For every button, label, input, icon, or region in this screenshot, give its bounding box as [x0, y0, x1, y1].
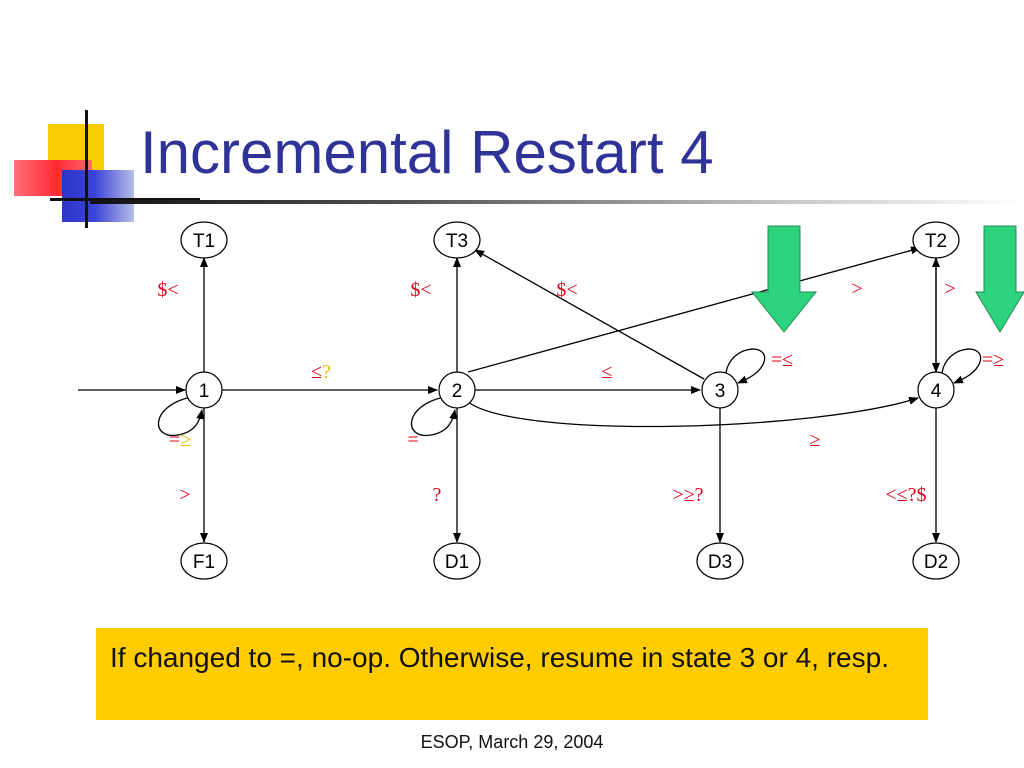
label-4-to-T2: >: [944, 278, 955, 300]
node-T2: T2: [912, 221, 960, 259]
node-label-1: 1: [199, 381, 210, 402]
node-label-D1: D1: [445, 552, 469, 573]
label-1-to-2-suffix: ?: [322, 361, 331, 383]
node-state-1: 1: [185, 371, 223, 409]
node-state-3: 3: [701, 371, 739, 409]
node-T1: T1: [180, 221, 228, 259]
node-state-4: 4: [917, 371, 955, 409]
label-2-to-4: ≥: [810, 429, 821, 451]
node-state-2: 2: [438, 371, 476, 409]
node-D1: D1: [433, 542, 481, 580]
node-label-4: 4: [931, 381, 942, 402]
label-1-to-F1: >: [179, 484, 190, 506]
node-label-D2: D2: [924, 552, 948, 573]
self-loop-2: [410, 396, 458, 437]
edge-2-to-T2: [467, 246, 921, 373]
node-label-D3: D3: [708, 552, 732, 573]
slide-title: Incremental Restart 4: [140, 119, 714, 186]
label-1-to-2: ≤?: [311, 361, 331, 383]
label-self-loop-2: =: [407, 429, 418, 451]
label-self-loop-1-main: =: [169, 429, 180, 451]
self-loop-1: [157, 396, 205, 437]
self-loop-3: [725, 348, 766, 384]
node-label-2: 2: [452, 381, 463, 402]
label-self-loop-1-suffix: ≥: [180, 429, 191, 451]
green-down-arrow-state-4: [975, 225, 1024, 333]
decorative-vertical-line: [85, 110, 88, 228]
label-1-to-2-main: ≤: [311, 361, 322, 383]
self-loop-4: [941, 348, 982, 384]
edge-2-to-4: [467, 396, 919, 428]
decorative-blue-square: [62, 170, 134, 222]
green-down-arrow-state-3: [750, 225, 818, 333]
label-self-loop-3: =≤: [771, 349, 793, 371]
node-F1: F1: [180, 542, 228, 580]
title-underline: [90, 200, 1024, 204]
node-D3: D3: [696, 542, 744, 580]
state-diagram: T1 T3 T2 1 2 3: [78, 221, 1024, 580]
edge-labels: $< $< $< > > ≤? ≤ =≤ =≥ =≥ = ≥ > ? >≥? <…: [157, 278, 1004, 506]
label-2-to-D1: ?: [433, 484, 442, 506]
node-T3: T3: [433, 221, 481, 259]
label-4-to-D2: <≤?$: [885, 484, 926, 506]
node-label-T3: T3: [446, 231, 468, 252]
label-3-to-D3: >≥?: [672, 484, 703, 506]
label-2-to-T3: $<: [410, 279, 431, 301]
label-self-loop-1: =≥: [169, 429, 191, 451]
label-2-to-T2: >: [851, 278, 862, 300]
decorative-horizontal-line: [50, 198, 200, 201]
label-3-to-T3: $<: [556, 279, 577, 301]
label-2-to-3: ≤: [602, 361, 613, 383]
node-D2: D2: [912, 542, 960, 580]
green-arrows: [750, 225, 1024, 333]
nodes: T1 T3 T2 1 2 3: [180, 221, 960, 580]
note-box: If changed to =, no-op. Otherwise, resum…: [96, 628, 928, 720]
node-label-T2: T2: [925, 231, 947, 252]
node-label-T1: T1: [193, 231, 215, 252]
label-self-loop-4: =≥: [982, 349, 1004, 371]
node-label-3: 3: [715, 381, 726, 402]
node-label-F1: F1: [193, 552, 215, 573]
edge-3-to-T3: [474, 249, 705, 380]
edges: [78, 246, 982, 543]
label-1-to-T1: $<: [157, 279, 178, 301]
footer-text: ESOP, March 29, 2004: [420, 732, 604, 752]
